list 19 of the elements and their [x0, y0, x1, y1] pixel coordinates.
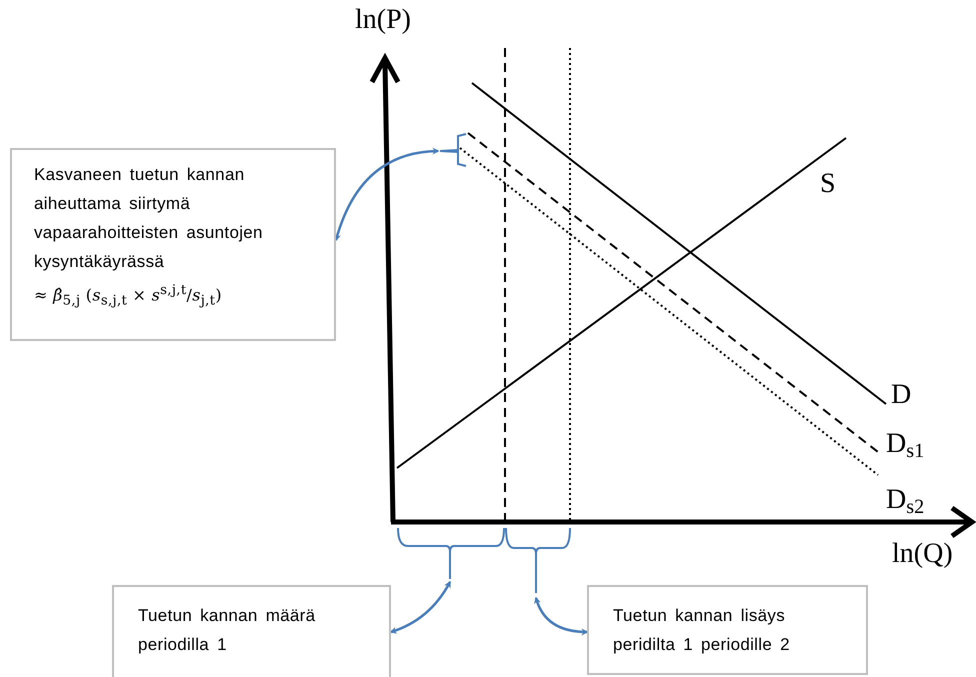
curly-bracket — [438, 132, 468, 168]
text-box — [10, 148, 336, 341]
description-text: Kasvaneen tuetun kannan aiheuttama siirtymä vapaarahoitteisten asuntojen kysyntäkäyrässä — [34, 164, 264, 273]
curve-label: S — [820, 170, 836, 198]
description-text: Tuetun kannan määrä periodilla 1 — [138, 605, 316, 656]
curve-label: D$_{s2}$ — [886, 486, 924, 518]
curved-arrow — [390, 580, 452, 634]
curve-label: D — [891, 381, 912, 409]
curve-label: D$_{s1}$ — [886, 430, 924, 462]
axis-label: ln(P) — [355, 6, 411, 34]
curly-bracket — [504, 526, 572, 596]
curly-bracket — [396, 526, 506, 581]
text-box — [587, 585, 868, 675]
description-text: Tuetun kannan lisäys peridilta 1 periodille 2 — [613, 605, 791, 656]
axis-label: ln(Q) — [892, 540, 953, 568]
text-box — [112, 585, 391, 677]
formula: ≈ β̂$_{5,j}$ (s$_{s,j,t}$ × s$^{s,j,t}$/s$_{j,t}$) — [34, 282, 223, 311]
curved-arrow — [534, 596, 588, 636]
curved-arrow — [334, 148, 440, 242]
